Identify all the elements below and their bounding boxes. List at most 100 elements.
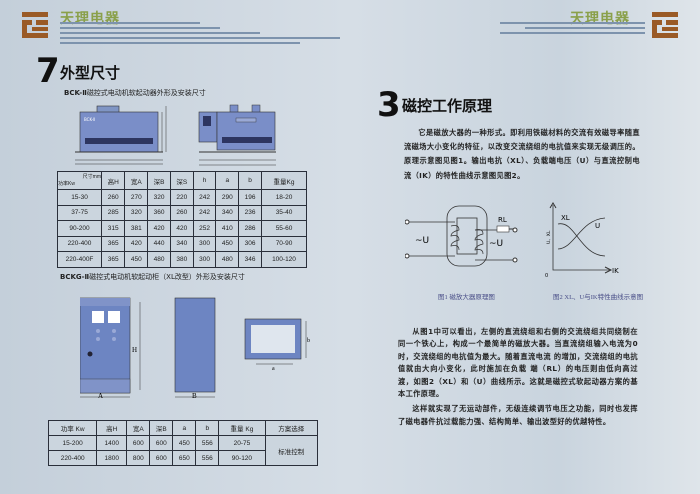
caption-bck-text: 磁控式电动机软起动器外形及安装尺寸: [86, 89, 206, 97]
header-stripes-left: [60, 22, 340, 47]
table-cell: 286: [238, 220, 262, 237]
table-cell: 320: [124, 204, 149, 221]
section-number-3: 3: [377, 85, 401, 125]
table-cell: 功率 Kw: [47, 420, 98, 436]
table-cell: 365: [100, 251, 126, 268]
table-cell: 20-75: [218, 435, 266, 451]
caption-bckg-model: BCKG-Ⅱ: [60, 273, 90, 281]
table-cell: 37-75: [57, 204, 102, 221]
dim-b: b: [307, 338, 310, 344]
dim-A: A: [98, 392, 103, 400]
fig1-resistor-label: RL: [498, 216, 507, 224]
table-cell: 365: [100, 235, 126, 252]
fig1-right-voltage: ~U: [489, 239, 503, 249]
table-cell: 236: [238, 204, 262, 221]
corner-top-label: 尺寸mm: [82, 173, 101, 180]
fig2-caption: 图2 XL、U与IK特性曲线示意图: [553, 292, 643, 301]
fig1-caption: 图1 磁放大器原理图: [438, 292, 495, 301]
table-cell: 306: [238, 235, 262, 252]
header-stripes-right: [500, 22, 645, 37]
table-cell: 270: [124, 189, 149, 206]
section-title-dimensions: 外型尺寸: [60, 64, 121, 82]
y-axis-label: U、XL: [546, 230, 552, 244]
table-cell: 320: [147, 189, 171, 206]
table-cell: 260: [100, 189, 126, 206]
table-cell: 420: [169, 220, 194, 237]
table-cell: 196: [238, 189, 262, 206]
table-corner-header: 尺寸mm 功率Kw: [57, 171, 102, 190]
table-cell: 100-120: [261, 251, 307, 268]
table-cell: 90-120: [218, 450, 266, 466]
table-cell: 420: [147, 220, 171, 237]
table-cell: 1800: [96, 450, 128, 466]
curve-u: [557, 217, 606, 250]
scheme-cell: 标准控制: [264, 435, 318, 466]
table-cell: 方案选择: [264, 420, 318, 436]
principle-text-block: 从图1中可以看出，左侧的直流绕组和右侧的交流绕组共同绕制在 同一个铁心上，构成一…: [398, 326, 638, 428]
x-axis-label: IK: [612, 267, 619, 275]
table-cell: 650: [172, 450, 197, 466]
table-cell: 285: [100, 204, 126, 221]
table-cell: a: [172, 420, 197, 436]
table-cell: 556: [195, 450, 220, 466]
table-cell: 480: [215, 251, 240, 268]
table-cell: 宽A: [124, 171, 149, 190]
dim-H: H: [132, 346, 137, 354]
table-cell: 220-400: [57, 235, 102, 252]
table-cell: 290: [215, 189, 240, 206]
table-cell: 800: [126, 450, 151, 466]
table-cell: 35-40: [261, 204, 307, 221]
table-cell: 90-200: [57, 220, 102, 237]
fig2-characteristic-curves: XL U IK 0 U、XL 图2 XL、U与IK特性曲线示意图: [545, 202, 643, 301]
table-cell: a: [215, 171, 240, 190]
table-cell: 600: [126, 435, 151, 451]
table-cell: 70-90: [261, 235, 307, 252]
table-cell: 高H: [96, 420, 128, 436]
table-cell: 252: [192, 220, 217, 237]
paragraph-conclusion: 这样就实现了无运动部件，无级连续调节电压之功能，同时也发挥了磁电器件抗过载能力强…: [398, 404, 638, 426]
caption-bck: BCK-Ⅱ磁控式电动机软起动器外形及安装尺寸: [64, 88, 206, 98]
table-cell: 480: [147, 251, 171, 268]
table-cell: 1400: [96, 435, 128, 451]
table-cell: 15-30: [57, 189, 102, 206]
table-cell: 420: [124, 235, 149, 252]
table-cell: 381: [124, 220, 149, 237]
table-cell: 340: [215, 204, 240, 221]
table-cell: 450: [172, 435, 197, 451]
table-cell: 55-60: [261, 220, 307, 237]
curve-xl: [557, 223, 606, 257]
table-cell: b: [195, 420, 220, 436]
bck-drawing: BCK-Ⅱ: [75, 104, 276, 166]
table-cell: 360: [147, 204, 171, 221]
table-cell: 宽A: [126, 420, 151, 436]
table-cell: 220-400: [47, 450, 98, 466]
caption-bckg: BCKG-Ⅱ磁控式电动机软起动柜（XL改型）外形及安装尺寸: [60, 272, 245, 282]
dim-a: a: [272, 366, 275, 372]
curve-u-label: U: [595, 222, 600, 230]
table-cell: h: [192, 171, 217, 190]
figures: ~U ~U RL 图1 磁放大器原理图 XL U IK 0 U、XL 图2 XL…: [405, 202, 643, 301]
table-cell: 556: [195, 435, 220, 451]
fig1-left-voltage: ~U: [415, 236, 429, 246]
table-cell: 450: [124, 251, 149, 268]
caption-bck-model: BCK-Ⅱ: [64, 89, 87, 97]
brand-logo-right: [652, 12, 678, 38]
table-cell: b: [238, 171, 262, 190]
table-cell: 重量 Kg: [218, 420, 266, 436]
brand-logo-left: [22, 12, 48, 38]
section-number-7: 7: [36, 51, 60, 91]
table-cell: 300: [192, 235, 217, 252]
corner-bottom-label: 功率Kw: [58, 180, 75, 187]
origin-label: 0: [545, 273, 548, 279]
drawing-model-label: BCK-Ⅱ: [84, 117, 95, 122]
table-cell: 220: [169, 189, 194, 206]
